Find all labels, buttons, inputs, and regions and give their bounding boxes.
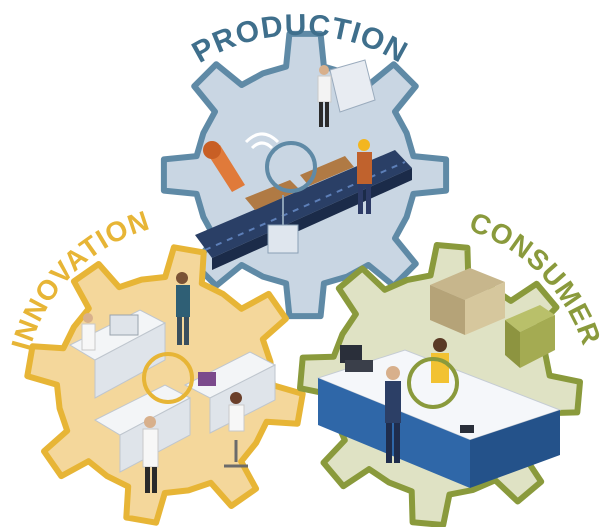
innovation-focus-ring xyxy=(142,352,194,404)
consumer-focus-ring xyxy=(407,357,459,409)
consumer-scene-icon xyxy=(316,268,562,488)
innovation-gear: INNOVATION xyxy=(5,205,306,526)
production-gear: PRODUCTION xyxy=(160,9,450,320)
production-focus-ring xyxy=(265,141,317,193)
production-scene-icon xyxy=(195,59,412,270)
innovation-scene-icon xyxy=(68,272,277,493)
consumer-gear: CONSUMER xyxy=(297,206,600,527)
